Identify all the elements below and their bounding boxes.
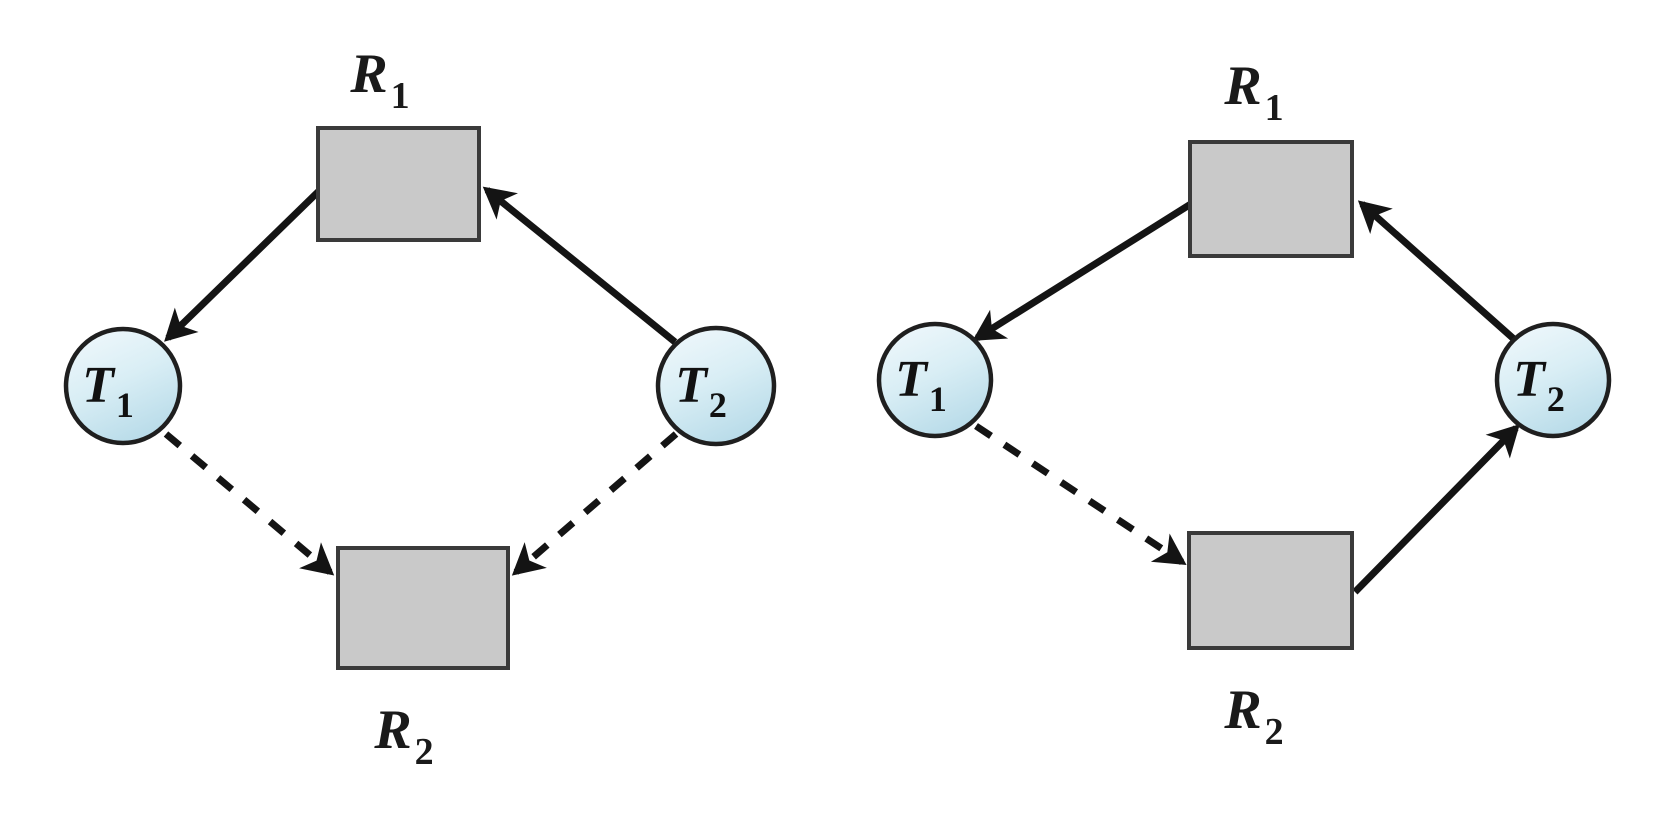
resource-label-right-r1-text: R	[1223, 55, 1261, 117]
edge-line-t2-r1	[482, 186, 678, 345]
edge-line-r1-t1	[164, 185, 325, 342]
resource-label-left-r2-text: R	[373, 699, 411, 761]
thread-label-right-t2: T2	[1513, 351, 1565, 419]
thread-node-left-t2[interactable]	[655, 325, 777, 447]
thread-label-right-t2-sub: 2	[1547, 379, 1565, 419]
thread-node-left-t1[interactable]	[63, 326, 183, 446]
edge-left-t2-to-r1	[482, 186, 678, 345]
thread-label-left-t2-sub: 2	[709, 385, 727, 425]
resource-label-left-r2-sub: 2	[415, 731, 434, 773]
diagram-left: R1 R2 T1 T2	[63, 43, 777, 773]
resource-label-right-r1-sub: 1	[1265, 87, 1284, 129]
resource-label-right-r1: R1	[1223, 55, 1283, 129]
resource-label-right-r2-text: R	[1223, 679, 1261, 741]
edge-line-right-t1-r2	[974, 423, 1187, 566]
resource-node-left-r2[interactable]	[336, 546, 510, 670]
resource-node-right-r1[interactable]	[1188, 140, 1354, 258]
edge-right-t1-to-r2	[974, 423, 1187, 566]
edge-line-right-r2-t2	[1352, 424, 1520, 595]
thread-label-right-t1-sub: 1	[929, 379, 947, 419]
resource-node-left-r1[interactable]	[316, 126, 481, 242]
resource-label-left-r1-sub: 1	[391, 75, 410, 117]
thread-label-left-t1-text: T	[82, 357, 116, 414]
edge-left-t2-to-r2	[511, 431, 679, 576]
edge-right-r2-to-t2	[1352, 424, 1520, 595]
thread-label-right-t1: T1	[895, 351, 947, 419]
thread-label-left-t1-sub: 1	[116, 385, 134, 425]
resource-label-left-r1-text: R	[349, 43, 387, 105]
resource-label-right-r2-sub: 2	[1265, 711, 1284, 753]
edge-line-t1-r2	[163, 431, 335, 576]
resource-node-right-r2[interactable]	[1187, 531, 1354, 650]
thread-label-left-t2-text: T	[675, 357, 709, 414]
thread-label-left-t1: T1	[82, 357, 134, 425]
resource-label-left-r2: R2	[373, 699, 433, 773]
thread-label-left-t2: T2	[675, 357, 727, 425]
edge-line-t2-r2	[511, 431, 679, 576]
thread-node-right-t1[interactable]	[876, 321, 994, 439]
thread-label-right-t1-text: T	[895, 351, 929, 408]
edge-line-right-r1-t1	[972, 199, 1196, 341]
edge-right-r1-to-t1	[972, 199, 1196, 341]
diagram-right: R1 R2 T1 T2	[876, 55, 1612, 753]
thread-label-right-t2-text: T	[1513, 351, 1547, 408]
resource-label-right-r2: R2	[1223, 679, 1283, 753]
edge-line-right-t2-r1	[1357, 200, 1518, 343]
resource-label-left-r1: R1	[349, 43, 409, 117]
edge-left-t1-to-r2	[163, 431, 335, 576]
edge-right-t2-to-r1	[1357, 200, 1518, 343]
thread-node-right-t2[interactable]	[1494, 321, 1612, 439]
edge-left-r1-to-t1	[164, 185, 325, 342]
